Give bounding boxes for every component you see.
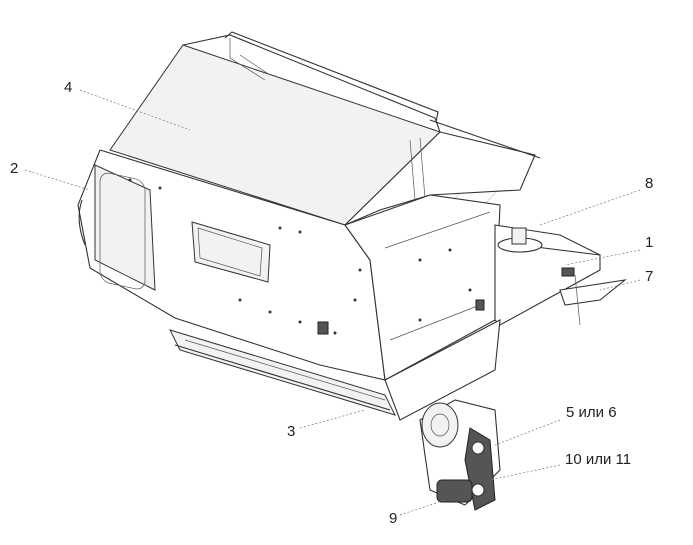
callout-7: 7 xyxy=(645,268,654,285)
right-platform xyxy=(494,224,627,326)
callout-8: 8 xyxy=(645,175,654,192)
drive-unit xyxy=(419,399,501,511)
bottom-trough xyxy=(169,319,501,421)
leader-lines xyxy=(24,89,641,516)
callout-5-or-6: 5 или 6 xyxy=(566,404,617,421)
callout-4: 4 xyxy=(64,79,73,96)
callout-9: 9 xyxy=(389,510,398,527)
callout-10-or-11: 10 или 11 xyxy=(565,451,632,468)
callout-3: 3 xyxy=(287,423,296,440)
body-right-panel xyxy=(344,194,501,381)
callout-1: 1 xyxy=(645,234,654,251)
body-left-panel xyxy=(77,149,386,381)
callout-2: 2 xyxy=(10,160,19,177)
